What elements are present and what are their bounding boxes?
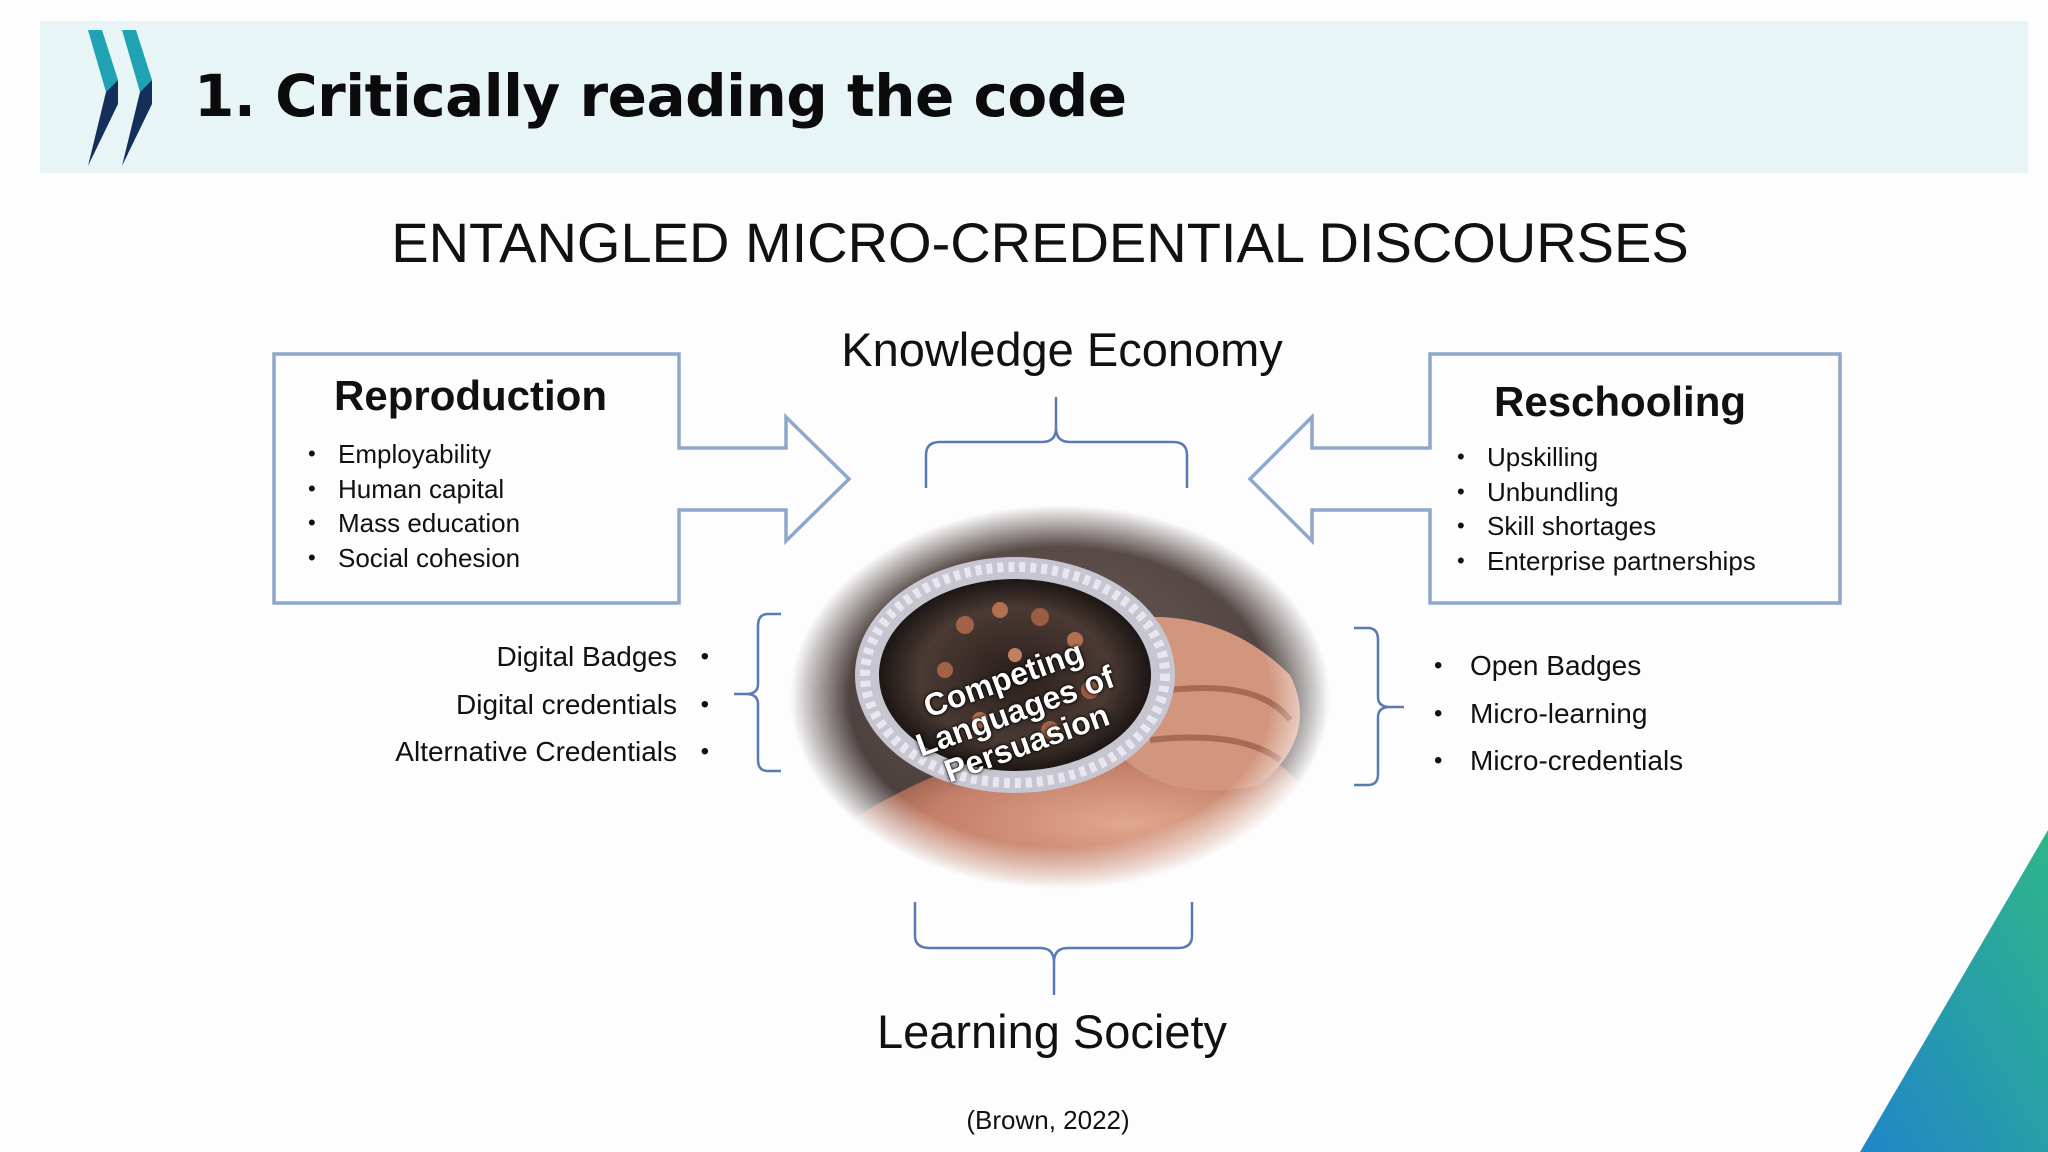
reproduction-list: Employability Human capital Mass educati… bbox=[306, 437, 520, 575]
left-brace bbox=[734, 612, 781, 773]
list-item: Employability bbox=[306, 437, 520, 472]
title-banner bbox=[40, 21, 2028, 173]
list-item: Unbundling bbox=[1455, 475, 1756, 510]
reschooling-list: Upskilling Unbundling Skill shortages En… bbox=[1455, 440, 1756, 578]
list-item: Upskilling bbox=[1455, 440, 1756, 475]
center-photo-image bbox=[790, 505, 1330, 890]
list-item: Mass education bbox=[306, 506, 520, 541]
bottom-brace bbox=[913, 902, 1194, 995]
list-item: Micro-learning bbox=[1432, 690, 1683, 738]
list-item: Skill shortages bbox=[1455, 509, 1756, 544]
left-terms-list: Digital Badges Digital credentials Alter… bbox=[395, 633, 711, 776]
list-item: Digital credentials bbox=[395, 681, 711, 729]
reproduction-title: Reproduction bbox=[334, 372, 607, 419]
list-item: Alternative Credentials bbox=[395, 728, 711, 776]
list-item: Human capital bbox=[306, 472, 520, 507]
diagram-title: ENTANGLED MICRO-CREDENTIAL DISCOURSES bbox=[391, 211, 1689, 274]
slide-title: 1. Critically reading the code bbox=[194, 62, 1127, 130]
list-item: Enterprise partnerships bbox=[1455, 544, 1756, 579]
right-terms-list: Open Badges Micro-learning Micro-credent… bbox=[1432, 642, 1683, 785]
top-brace bbox=[924, 397, 1189, 488]
learning-society-label: Learning Society bbox=[876, 1005, 1228, 1058]
list-item: Open Badges bbox=[1432, 642, 1683, 690]
citation: (Brown, 2022) bbox=[966, 1105, 1130, 1135]
list-item: Micro-credentials bbox=[1432, 737, 1683, 785]
corner-accent-shape bbox=[1860, 830, 2048, 1152]
reschooling-title: Reschooling bbox=[1494, 378, 1747, 425]
knowledge-economy-label: Knowledge Economy bbox=[841, 323, 1283, 376]
list-item: Digital Badges bbox=[395, 633, 711, 681]
right-brace bbox=[1354, 626, 1404, 787]
oecd-logo-icon bbox=[88, 30, 152, 166]
list-item: Social cohesion bbox=[306, 541, 520, 576]
